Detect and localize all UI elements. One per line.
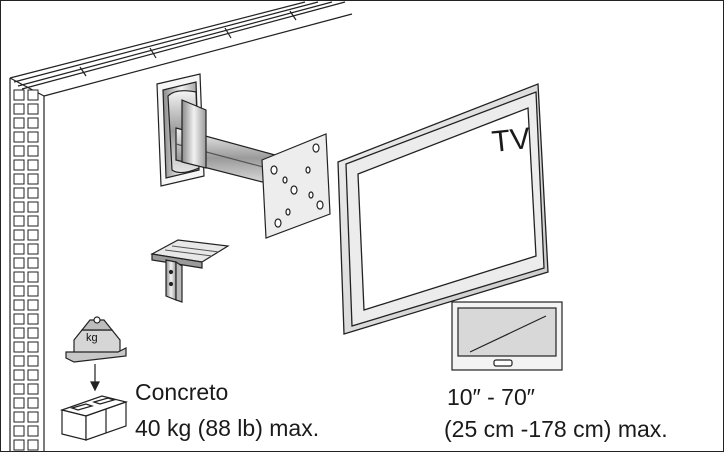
brick bbox=[13, 341, 25, 353]
brick bbox=[27, 173, 39, 185]
concrete-block-icon bbox=[59, 395, 129, 441]
brick bbox=[13, 397, 25, 409]
brick bbox=[27, 187, 39, 199]
screen-range-label: 10″ - 70″ bbox=[447, 384, 535, 410]
brick bbox=[13, 285, 25, 297]
brick bbox=[27, 299, 39, 311]
brick bbox=[27, 425, 39, 437]
brick bbox=[13, 173, 25, 185]
brick bbox=[13, 327, 25, 339]
brick bbox=[13, 243, 25, 255]
brick bbox=[13, 383, 25, 395]
brick bbox=[27, 229, 39, 241]
brick bbox=[13, 425, 25, 437]
monitor-icon bbox=[451, 301, 563, 371]
brick bbox=[27, 257, 39, 269]
brick bbox=[27, 439, 39, 451]
brick bbox=[27, 285, 39, 297]
brick bbox=[27, 145, 39, 157]
brick bbox=[13, 145, 25, 157]
brick bbox=[27, 383, 39, 395]
brick bbox=[13, 215, 25, 227]
brick bbox=[13, 355, 25, 367]
brick bbox=[13, 257, 25, 269]
brick bbox=[13, 159, 25, 171]
tv bbox=[337, 83, 549, 335]
brick bbox=[13, 439, 25, 451]
max-weight-label: 40 kg (88 lb) max. bbox=[135, 415, 320, 441]
brick bbox=[13, 411, 25, 423]
brick bbox=[13, 201, 25, 213]
brick bbox=[27, 131, 39, 143]
brick bbox=[27, 369, 39, 381]
brick bbox=[13, 117, 25, 129]
brick bbox=[13, 299, 25, 311]
brick bbox=[27, 397, 39, 409]
brick bbox=[13, 131, 25, 143]
brick bbox=[27, 103, 39, 115]
wall-bricks bbox=[13, 89, 39, 451]
tv-label: TV bbox=[490, 122, 532, 159]
brick bbox=[13, 313, 25, 325]
brick bbox=[13, 369, 25, 381]
brick bbox=[13, 187, 25, 199]
brick bbox=[27, 355, 39, 367]
brick bbox=[13, 89, 25, 101]
brick bbox=[27, 215, 39, 227]
brick bbox=[13, 103, 25, 115]
brick bbox=[27, 327, 39, 339]
brick bbox=[13, 271, 25, 283]
brick bbox=[27, 117, 39, 129]
brick bbox=[27, 341, 39, 353]
vesa-plate bbox=[261, 133, 331, 239]
brick bbox=[27, 313, 39, 325]
brick bbox=[13, 229, 25, 241]
brick bbox=[27, 159, 39, 171]
brick bbox=[27, 201, 39, 213]
mount-arm bbox=[175, 99, 287, 189]
weight-unit-label: kg bbox=[86, 332, 98, 344]
brick bbox=[27, 243, 39, 255]
brick bbox=[27, 411, 39, 423]
weight-icon bbox=[65, 316, 127, 392]
screen-range-cm-label: (25 cm -178 cm) max. bbox=[444, 416, 668, 442]
material-label: Concreto bbox=[135, 379, 229, 405]
shelf-bracket bbox=[150, 239, 230, 303]
brick bbox=[27, 271, 39, 283]
brick bbox=[27, 89, 39, 101]
